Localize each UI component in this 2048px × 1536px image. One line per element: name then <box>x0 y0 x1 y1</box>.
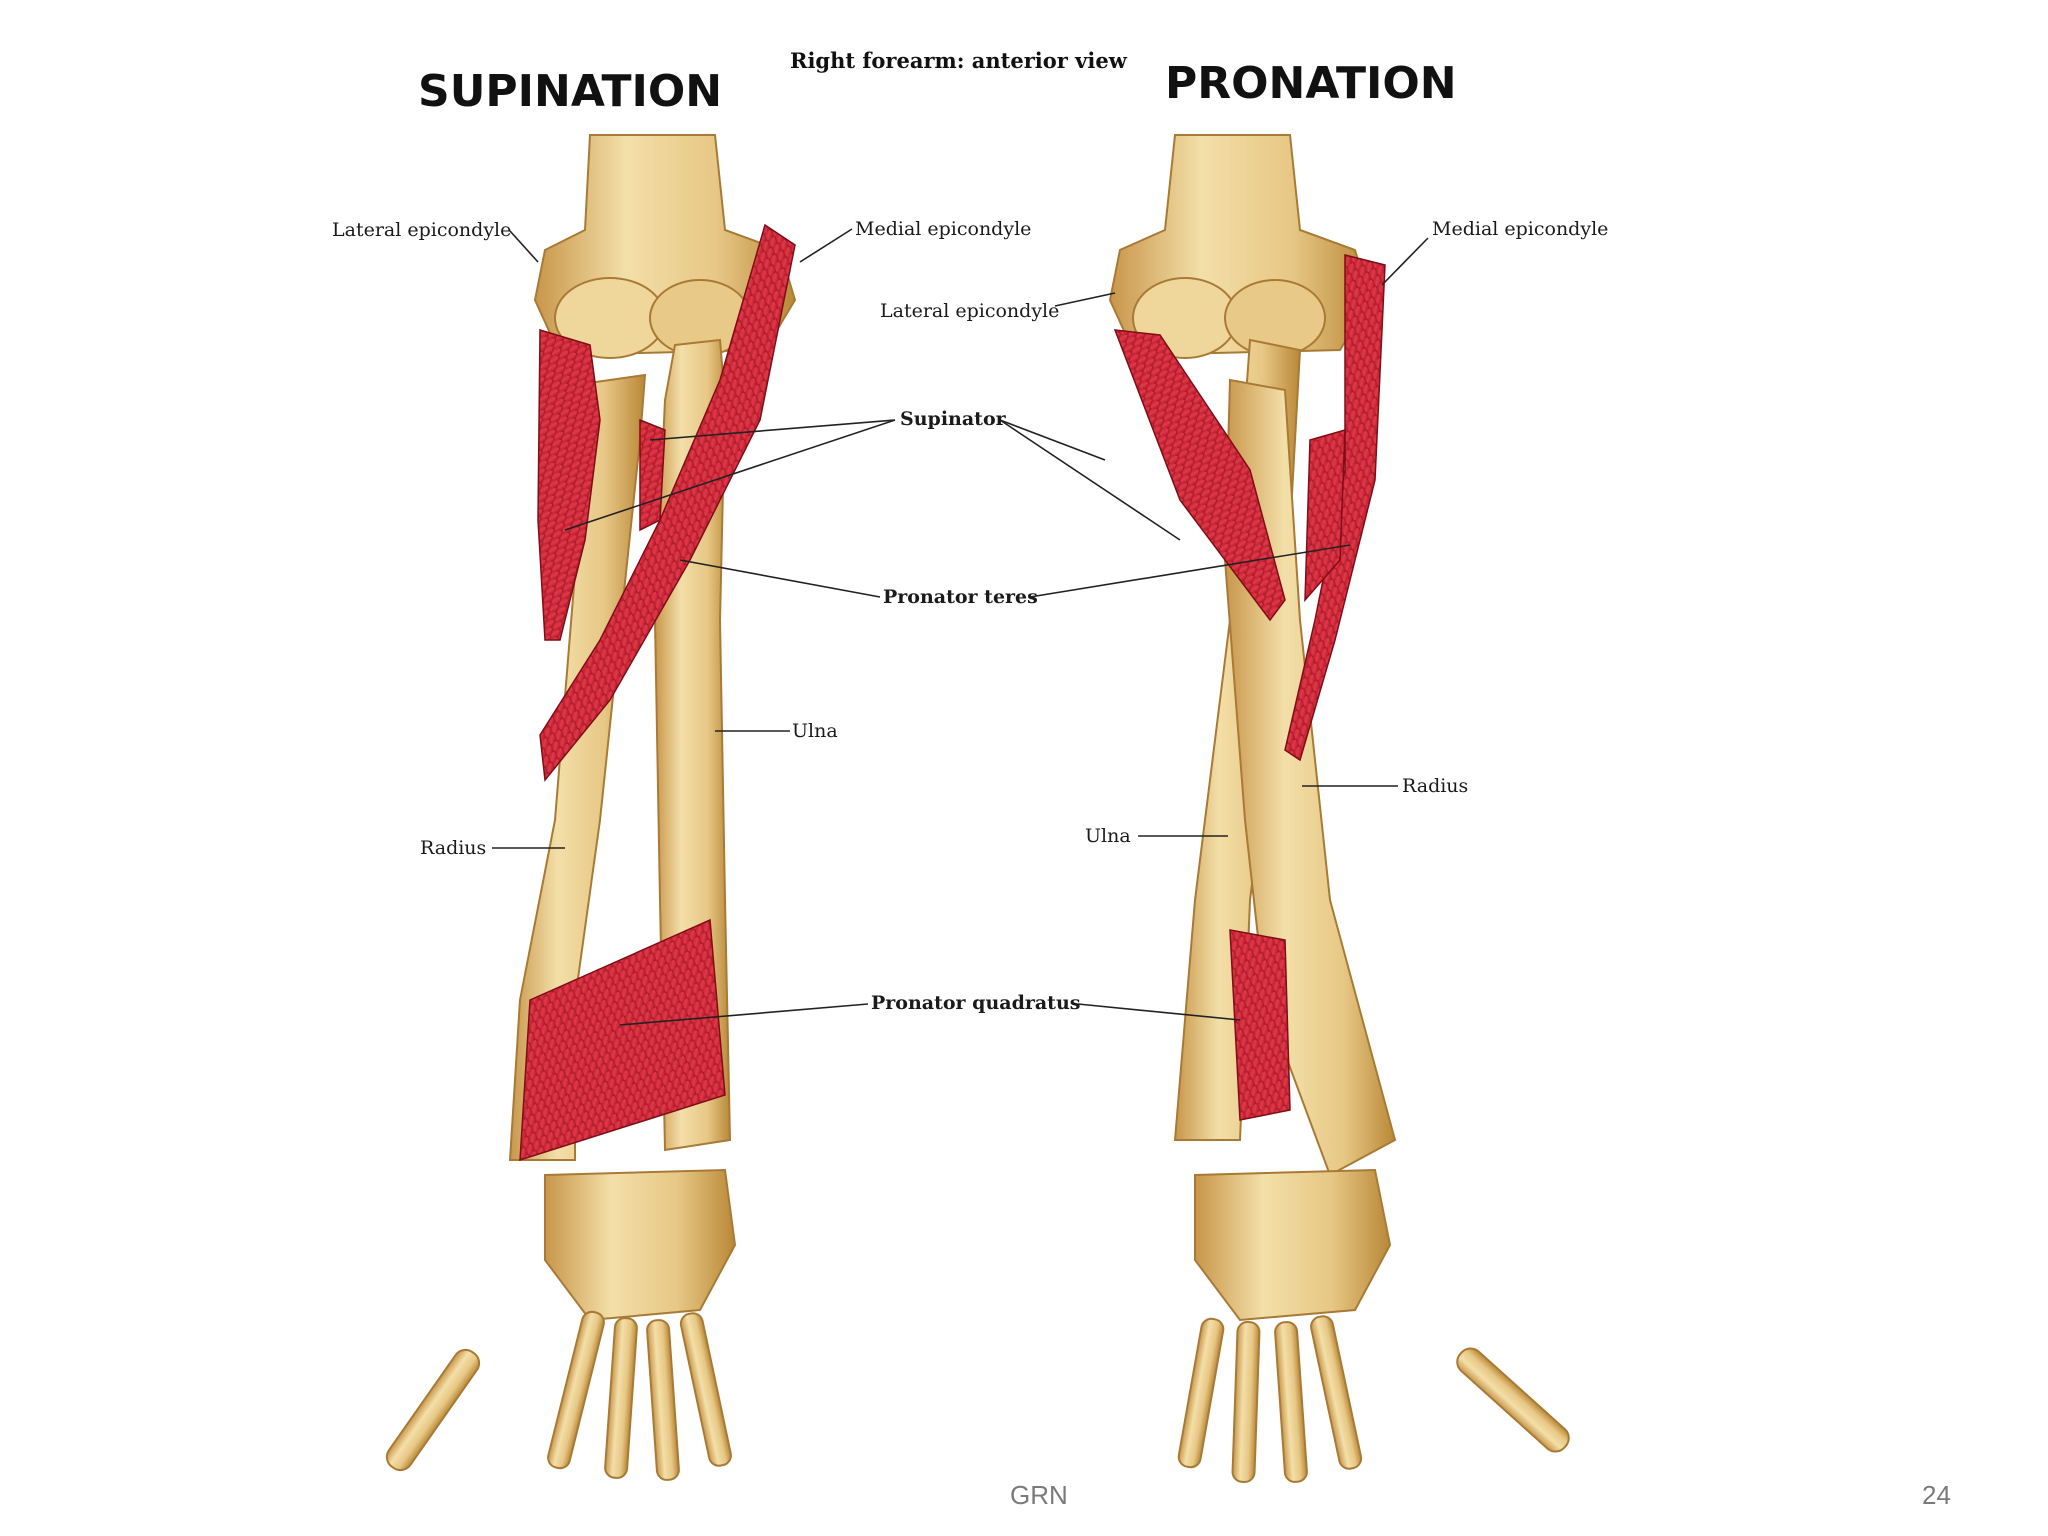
pronation-heading: PRONATION <box>1165 58 1457 109</box>
pronation-humerus <box>1108 134 1372 359</box>
pronation-ulna-label: Ulna <box>1085 825 1131 847</box>
footer-text: GRN <box>1010 1480 1068 1510</box>
supination-heading: SUPINATION <box>418 66 723 117</box>
supination-humerus <box>533 134 797 359</box>
slide-subtitle: Right forearm: anterior view <box>790 48 1127 73</box>
pronation-medial-epicondyle-label: Medial epicondyle <box>1432 218 1609 240</box>
supination-medial-epicondyle-label: Medial epicondyle <box>855 218 1032 240</box>
page-number: 24 <box>1922 1480 1951 1510</box>
supination-radius-label: Radius <box>420 837 487 859</box>
supination-ulna-label: Ulna <box>792 720 838 742</box>
supination-pronator-teres-muscle <box>539 223 796 782</box>
pronator-teres-label: Pronator teres <box>883 586 1038 608</box>
pronator-quadratus-label: Pronator quadratus <box>871 992 1081 1014</box>
leader-lines <box>492 228 1429 1026</box>
pronation-pronator-teres-muscle <box>1284 254 1386 762</box>
supination-lateral-epicondyle-label: Lateral epicondyle <box>332 219 512 241</box>
pronation-lateral-epicondyle-label: Lateral epicondyle <box>880 300 1060 322</box>
pronation-pronator-quadratus-muscle <box>1229 929 1291 1121</box>
supination-pronator-quadratus-muscle <box>519 918 726 1162</box>
pronation-radius-label: Radius <box>1402 775 1469 797</box>
pronation-hand-bones <box>1177 1168 1570 1483</box>
supination-hand-bones <box>385 1168 737 1481</box>
supinator-label: Supinator <box>900 408 1006 430</box>
pronation-supinator-muscle <box>1113 329 1286 622</box>
